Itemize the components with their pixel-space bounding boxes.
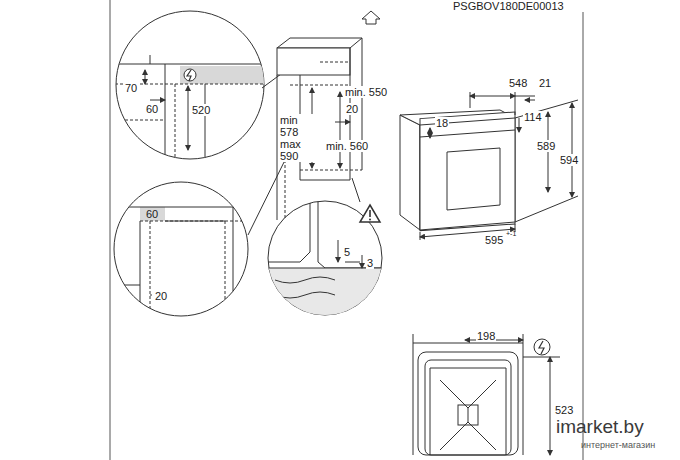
dimension-label: 523	[554, 404, 574, 416]
watermark: imarket.by	[555, 416, 645, 437]
dimension-label: 198	[476, 330, 496, 342]
watermark: интернет-магазин	[580, 440, 656, 450]
dimension-label: 60	[145, 208, 159, 220]
dimension-label: 3	[366, 257, 374, 269]
dimension-label: 589	[536, 140, 556, 152]
dimension-label: 60	[145, 103, 159, 115]
dimension-label: min. 550	[344, 86, 388, 98]
dimension-label: 21	[538, 77, 552, 89]
dimension-label: 70	[124, 82, 138, 94]
dimension-label: min 578 max 590	[279, 114, 313, 162]
dimension-label: 548	[508, 77, 528, 89]
dimension-label: +-1	[505, 230, 517, 238]
dimension-label: 114	[523, 111, 543, 123]
document-code: PSGBOV180DE00013	[452, 0, 565, 12]
dimension-label: 18	[435, 117, 449, 129]
dimension-label: 520	[191, 104, 211, 116]
dimension-label: 20	[154, 290, 168, 302]
dimension-label: 595	[484, 234, 504, 246]
dimension-label: 594	[559, 154, 579, 166]
dimension-label: 5	[343, 246, 351, 258]
dimension-label: 20	[345, 103, 359, 115]
dimension-label: min. 560	[325, 140, 369, 152]
